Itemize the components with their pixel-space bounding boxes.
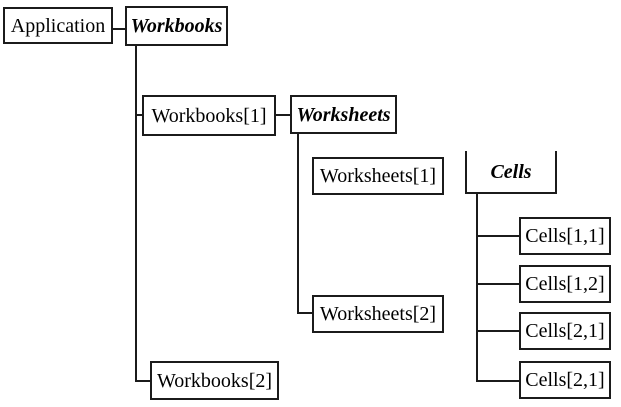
connector-cells-trunk: [476, 192, 478, 382]
node-worksheets1: Worksheets[1]: [312, 157, 444, 195]
node-workbooks1: Workbooks[1]: [142, 95, 276, 136]
connector-cells-cells21: [477, 330, 520, 332]
node-worksheets2: Worksheets[2]: [312, 295, 444, 333]
node-application: Application: [3, 7, 113, 44]
node-workbooks2-label: Workbooks[2]: [156, 369, 273, 392]
node-cells-1-2-label: Cells[1,2]: [525, 273, 605, 295]
node-cells-2-1-label: Cells[2,1]: [525, 320, 605, 342]
connector-worksheets-trunk: [297, 133, 299, 314]
node-worksheets-collection: Worksheets: [290, 95, 397, 134]
node-workbooks1-label: Workbooks[1]: [151, 104, 267, 127]
connector-application-workbooks: [112, 28, 126, 30]
node-worksheets1-label: Worksheets[1]: [319, 165, 437, 187]
node-workbooks2: Workbooks[2]: [150, 361, 279, 400]
node-application-label: Application: [10, 14, 106, 37]
node-worksheets2-label: Worksheets[2]: [319, 303, 437, 325]
connector-workbooks-trunk: [135, 45, 137, 382]
connector-worksheets-worksheets2: [297, 312, 313, 314]
connector-workbooks-workbooks2: [136, 380, 151, 382]
node-cells-label: Cells: [490, 160, 532, 183]
node-cells-1-2: Cells[1,2]: [519, 265, 611, 303]
node-cells-2-1-duplicate-label: Cells[2,1]: [525, 369, 605, 391]
node-cells-1-1-label: Cells[1,1]: [525, 225, 605, 247]
connector-cells-cells12: [477, 283, 520, 285]
connector-cells-cells11: [477, 235, 520, 237]
node-workbooks-collection: Workbooks: [125, 6, 228, 46]
node-cells-collection: Cells: [465, 151, 557, 194]
node-cells-2-1-duplicate: Cells[2,1]: [519, 361, 611, 399]
node-workbooks-label: Workbooks: [130, 15, 223, 37]
connector-workbooks1-worksheets: [275, 114, 291, 116]
node-worksheets-label: Worksheets: [296, 103, 391, 126]
connector-workbooks-workbooks1: [136, 114, 144, 116]
connector-cells-cells21b: [477, 380, 520, 382]
node-cells-1-1: Cells[1,1]: [519, 217, 611, 255]
node-cells-2-1: Cells[2,1]: [519, 312, 611, 350]
